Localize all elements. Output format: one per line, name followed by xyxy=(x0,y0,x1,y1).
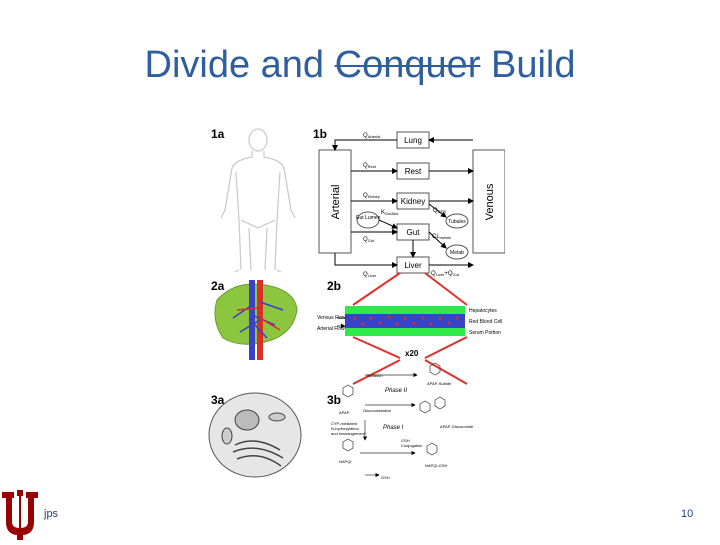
venous-box xyxy=(472,149,506,254)
panel-label-3b: 3b xyxy=(327,393,341,407)
title-struck-word: Conquer xyxy=(334,44,481,86)
flow-q-liver-left: QLiver xyxy=(363,272,377,278)
glucuronidation-label: Glucuronidation xyxy=(363,408,391,413)
pbpk-flow-arrows xyxy=(332,137,474,268)
apap-label: APAP xyxy=(339,410,350,415)
organ-lung-label: Lung xyxy=(404,136,422,145)
gut-lumen-label: Gut Lumen xyxy=(356,215,381,221)
napqi-label: NAPQI xyxy=(339,459,351,464)
human-body-outline xyxy=(220,128,296,273)
university-trident-logo xyxy=(0,490,40,545)
chemical-structures xyxy=(342,362,446,478)
arterial-label: Arterial xyxy=(330,185,342,220)
tubules-node xyxy=(445,213,469,229)
flow-q-gut: QGut xyxy=(363,237,375,243)
red-blood-cell-label: Red Blood Cell xyxy=(469,319,502,325)
panel-label-1a: 1a xyxy=(211,127,225,141)
flow-q-arterial: QArterial xyxy=(363,133,380,139)
napqi-gsh-label: NAPQI-GSH xyxy=(425,463,448,468)
gsh-conj-label-2: Conjugation xyxy=(401,443,422,448)
red-blood-cells xyxy=(353,315,459,326)
title-suffix: Build xyxy=(490,44,576,86)
organ-gut-label: Gut xyxy=(407,228,421,237)
model-figure: 1a 1b 2a 2b 3a 3b Arterial Venous Lung R… xyxy=(205,120,506,495)
organ-kidney-label: Kidney xyxy=(401,197,425,206)
apap-glucuronide-label: APAP-Glucuronide xyxy=(440,424,474,429)
flow-q-kidney: QKidney xyxy=(363,193,380,199)
sinusoid-diagram: Venous Flow Arterial Flow Hepatocytes Re… xyxy=(317,272,502,385)
flow-q-rest: QRest xyxy=(363,163,377,169)
flow-k-gutabs: KGutAbs xyxy=(381,210,398,216)
panel-label-2a: 2a xyxy=(211,279,225,293)
figure-svg: 1a 1b 2a 2b 3a 3b Arterial Venous Lung R… xyxy=(208,127,506,480)
metab-label: Metab xyxy=(450,250,464,256)
cell-illustration xyxy=(208,392,302,478)
panel-label-1b: 1b xyxy=(313,127,327,141)
page-number: 10 xyxy=(681,508,694,520)
cyp-label: CYP-mediated xyxy=(331,421,357,426)
phase2-label: Phase II xyxy=(385,388,407,394)
flow-q-gfr: QGFR xyxy=(433,208,446,214)
liver-illustration xyxy=(214,280,298,360)
gsh-label: GSH xyxy=(381,475,390,480)
organ-rest-label: Rest xyxy=(405,167,422,176)
phase1-label: Phase I xyxy=(383,425,404,431)
apap-sulfate-label: APAP-Sulfate xyxy=(427,381,452,386)
panel-label-2b: 2b xyxy=(327,279,341,293)
venous-label: Venous xyxy=(484,183,496,220)
footer-author: jps xyxy=(44,508,59,520)
arterial-flow-label: Arterial Flow xyxy=(317,326,345,332)
cyp-label-2: N-hydroxylation xyxy=(331,426,359,431)
metabolism-scheme: Phase II Sulfation Glucuronidation APAP-… xyxy=(331,362,474,480)
flow-cl-metab: CLmetab xyxy=(432,234,452,240)
title-prefix: Divide and xyxy=(144,44,325,86)
metab-node xyxy=(445,244,469,260)
slide-title: Divide and Conquer Build xyxy=(0,44,720,87)
cyp-label-3: and rearrangement xyxy=(331,431,366,436)
flow-q-liver-gut: QLiver+QGut xyxy=(431,271,460,277)
venous-flow-label: Venous Flow xyxy=(317,315,346,321)
panel-label-3a: 3a xyxy=(211,393,225,407)
pbpk-diagram: Arterial Venous Lung Rest Kidney Gut Liv… xyxy=(318,131,506,278)
magnification-label: x20 xyxy=(405,349,419,358)
hepatocytes-label: Hepatocytes xyxy=(469,308,497,314)
sulfation-label: Sulfation xyxy=(367,373,383,378)
gsh-conj-label: GSH xyxy=(401,438,410,443)
organ-liver-label: Liver xyxy=(404,261,422,270)
serum-portion-label: Serum Portion xyxy=(469,330,501,336)
tubules-label: Tubules xyxy=(448,219,466,225)
